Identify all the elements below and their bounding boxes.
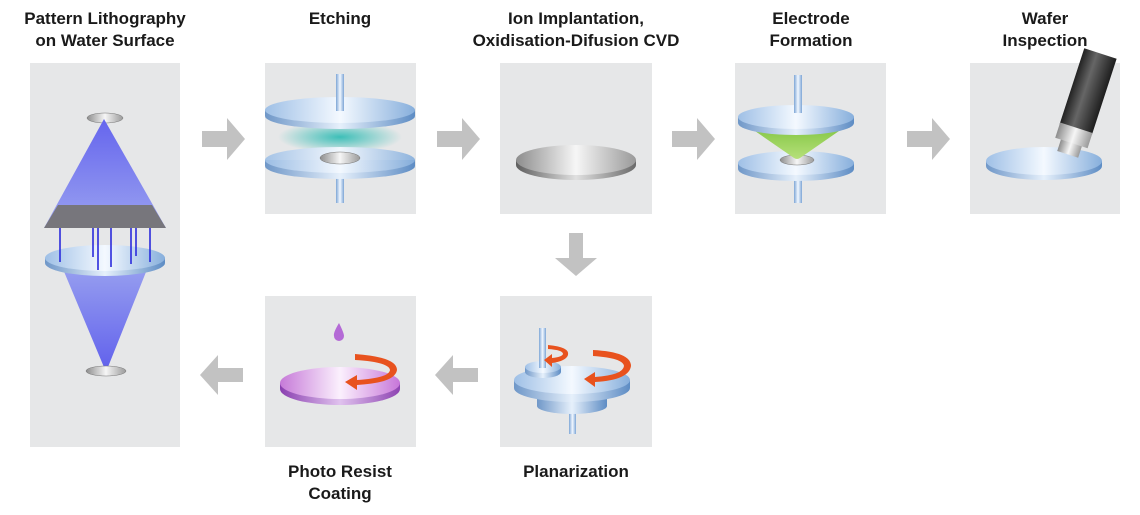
label-etching: Etching xyxy=(309,9,371,28)
label-photoresist-line2: Coating xyxy=(308,484,371,503)
arrow-left-icon xyxy=(435,355,478,395)
label-ion-line2: Oxidisation-Difusion CVD xyxy=(473,31,680,50)
rotation-arrow-icon xyxy=(584,350,631,387)
lens-bottom-icon xyxy=(85,365,127,377)
etching-illustration xyxy=(265,74,415,203)
light-rays xyxy=(59,228,151,270)
upper-disk xyxy=(738,105,854,129)
shaft-top xyxy=(794,75,802,113)
wafer-icon xyxy=(986,147,1102,175)
label-inspection-line2: Inspection xyxy=(1002,31,1087,50)
label-photoresist-line1: Photo Resist xyxy=(288,462,392,481)
photoresist-illustration xyxy=(280,323,400,405)
label-lithography-line2: on Water Surface xyxy=(35,31,174,50)
lithography-illustration xyxy=(44,112,166,377)
arrow-left-icon xyxy=(200,355,243,395)
label-ion-line1: Ion Implantation, xyxy=(508,9,644,28)
rotation-arrow-icon xyxy=(345,354,397,390)
carrier-shaft xyxy=(539,328,546,368)
light-beam-top xyxy=(44,119,166,228)
label-electrode-line2: Formation xyxy=(769,31,852,50)
shaft-bottom xyxy=(336,168,344,203)
wafer-hole xyxy=(319,151,361,165)
wafer-icon xyxy=(45,245,165,271)
light-beam-bottom xyxy=(60,262,150,372)
arrow-right-icon xyxy=(672,118,715,160)
label-electrode-line1: Electrode xyxy=(772,9,849,28)
planarization-illustration xyxy=(514,328,631,434)
inspection-probe-icon xyxy=(1055,48,1117,158)
arrow-down-icon xyxy=(555,233,597,276)
arrow-right-icon xyxy=(202,118,245,160)
panel-ion-implantation xyxy=(500,63,652,214)
shaft-bottom xyxy=(794,178,802,203)
label-planarization: Planarization xyxy=(523,462,629,481)
label-inspection-line1: Wafer xyxy=(1022,9,1069,28)
rotation-arrow-icon xyxy=(544,345,569,367)
gray-wafer-icon xyxy=(516,145,636,175)
arrow-right-icon xyxy=(437,118,480,160)
plasma-glow xyxy=(278,121,402,153)
shaft-top xyxy=(336,74,344,111)
wafer-inspection-illustration xyxy=(986,48,1117,180)
photomask xyxy=(44,205,166,228)
electrode-formation-illustration xyxy=(738,75,854,203)
resist-droplet-icon xyxy=(333,323,344,341)
ion-implantation-illustration xyxy=(516,145,636,180)
arrow-right-icon xyxy=(907,118,950,160)
label-lithography-line1: Pattern Lithography xyxy=(24,9,186,28)
shaft-bottom xyxy=(569,410,576,434)
resist-coated-wafer xyxy=(280,367,400,399)
